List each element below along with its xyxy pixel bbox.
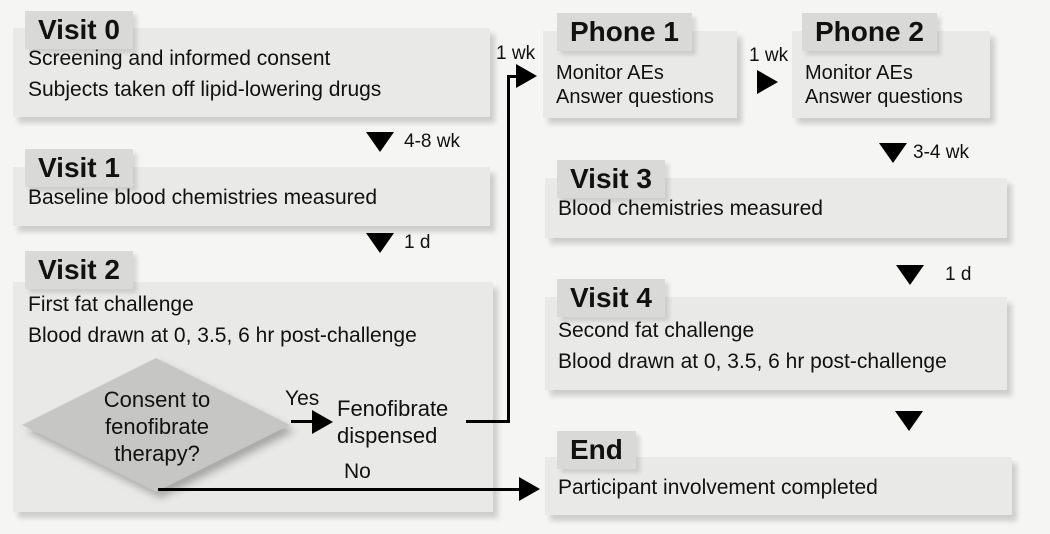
interval-visit0-visit1: 4-8 wk <box>404 131 460 152</box>
arrow-right-icon <box>516 64 537 88</box>
phone1-line-2: Answer questions <box>556 86 714 108</box>
visit4-line-1: Second fat challenge <box>558 319 755 342</box>
visit2-body: First fat challenge Blood drawn at 0, 3.… <box>28 289 417 351</box>
interval-phone1-phone2: 1 wk <box>749 45 789 66</box>
phone1-line-1: Monitor AEs <box>556 62 664 84</box>
interval-dispense-phone1: 1 wk <box>496 43 536 64</box>
arrow-down-icon <box>366 132 394 152</box>
decision-line-3: therapy? <box>114 441 200 466</box>
visit0-line-2: Subjects taken off lipid-lowering drugs <box>28 78 382 101</box>
yes-label: Yes <box>285 387 320 410</box>
visit3-line-1: Blood chemistries measured <box>558 197 823 220</box>
arrow-down-icon <box>879 143 907 163</box>
arrow-down-icon <box>895 411 923 431</box>
arrow-right-icon <box>757 70 778 94</box>
dispense-connector-horizontal <box>466 420 510 423</box>
interval-visit1-visit2: 1 d <box>404 232 431 253</box>
fenofibrate-dispensed-text: Fenofibrate dispensed <box>337 395 448 449</box>
end-line-1: Participant involvement completed <box>558 476 878 499</box>
decision-text: Consent to fenofibrate therapy? <box>38 386 276 467</box>
phone1-title: Phone 1 <box>557 13 692 51</box>
visit2-line-1: First fat challenge <box>28 293 194 316</box>
dispense-connector-top-run <box>507 75 520 78</box>
interval-phone2-visit3: 3-4 wk <box>913 142 969 163</box>
phone1-body: Monitor AEs Answer questions <box>556 61 714 109</box>
visit0-body: Screening and informed consent Subjects … <box>28 43 381 105</box>
visit4-title: Visit 4 <box>557 279 665 317</box>
arrow-down-icon <box>896 265 924 285</box>
process-line-1: Fenofibrate <box>337 396 449 421</box>
arrow-right-icon <box>519 477 540 501</box>
visit0-title: Visit 0 <box>25 11 133 49</box>
process-line-2: dispensed <box>337 423 438 448</box>
arrow-down-icon <box>366 233 394 253</box>
end-body: Participant involvement completed <box>558 472 878 503</box>
visit3-body: Blood chemistries measured <box>558 193 823 224</box>
visit2-title: Visit 2 <box>25 251 133 289</box>
yes-connector-line <box>291 420 315 423</box>
visit1-line-1: Baseline blood chemistries measured <box>28 186 378 209</box>
end-title: End <box>557 431 636 469</box>
no-connector-line <box>158 488 520 491</box>
visit1-body: Baseline blood chemistries measured <box>28 182 377 213</box>
decision-line-2: fenofibrate <box>105 414 209 439</box>
dispense-connector-riser <box>507 75 510 423</box>
phone2-title: Phone 2 <box>802 13 937 51</box>
visit1-title: Visit 1 <box>25 149 133 187</box>
decision-diamond <box>22 358 290 492</box>
visit0-line-1: Screening and informed consent <box>28 47 331 70</box>
visit4-line-2: Blood drawn at 0, 3.5, 6 hr post-challen… <box>558 350 947 373</box>
visit4-body: Second fat challenge Blood drawn at 0, 3… <box>558 315 947 377</box>
interval-visit3-visit4: 1 d <box>945 264 972 285</box>
visit2-line-2: Blood drawn at 0, 3.5, 6 hr post-challen… <box>28 324 417 347</box>
phone2-body: Monitor AEs Answer questions <box>805 61 963 109</box>
phone2-line-1: Monitor AEs <box>805 62 913 84</box>
no-label: No <box>344 460 371 483</box>
visit3-title: Visit 3 <box>557 160 665 198</box>
decision-line-1: Consent to <box>103 387 211 412</box>
phone2-line-2: Answer questions <box>805 86 963 108</box>
arrow-right-icon <box>312 410 333 434</box>
